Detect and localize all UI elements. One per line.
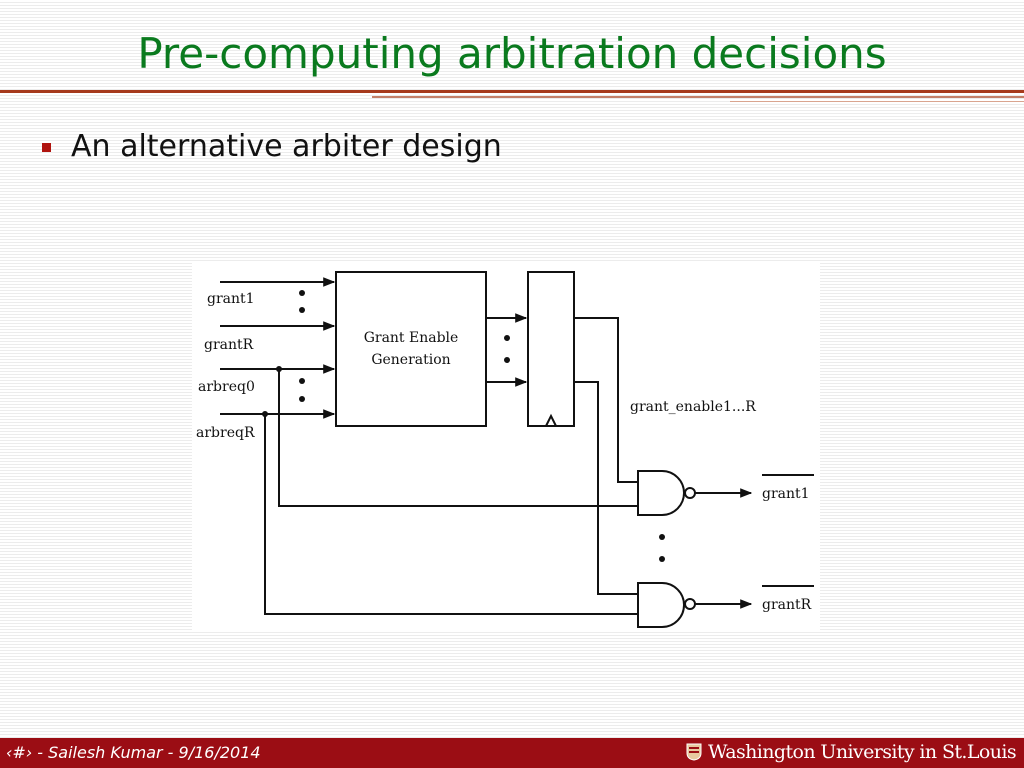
arbreq0-tap-wire — [278, 369, 638, 507]
bus-label: grant_enable1...R — [630, 399, 756, 415]
nand-gate-1 — [637, 470, 685, 516]
input-label-grant1: grant1 — [207, 291, 255, 307]
ellipsis-dot — [299, 378, 305, 384]
block-label-line1: Grant Enable — [364, 330, 459, 346]
ellipsis-dot — [299, 396, 305, 402]
ellipsis-dot — [504, 357, 510, 363]
title-divider-accent — [372, 96, 1024, 98]
slide-footer: ‹#› - Sailesh Kumar - 9/16/2014 Washingt… — [0, 738, 1024, 768]
junction-dot-arbreqR — [262, 411, 268, 417]
grant-enable-generation-block — [335, 271, 487, 427]
arbiter-circuit-diagram: grant1 grantR arbreq0 arbreqR Grant Enab… — [192, 262, 820, 632]
university-seal-icon — [686, 743, 702, 761]
nand-gate-R-bubble — [684, 598, 696, 610]
clock-triangle-icon — [545, 413, 557, 427]
nand-gate-1-bubble — [684, 487, 696, 499]
footer-logo: Washington University in St.Louis — [686, 741, 1017, 763]
output-label-grantR: grantR — [762, 597, 812, 613]
ellipsis-dot — [659, 556, 665, 562]
bullet-item: An alternative arbiter design — [42, 126, 502, 166]
title-divider-accent-thin — [730, 101, 1024, 102]
footer-slide-info: ‹#› - Sailesh Kumar - 9/16/2014 — [6, 743, 261, 762]
slide-title: Pre-computing arbitration decisions — [137, 29, 887, 78]
input-label-grantR: grantR — [204, 337, 254, 353]
grant-enable-1-wire — [574, 317, 638, 483]
title-divider — [0, 90, 1024, 93]
input-label-arbreq0: arbreq0 — [198, 379, 255, 395]
grant-enable-R-wire — [574, 381, 638, 595]
ellipsis-dot — [659, 534, 665, 540]
nand-gate-R — [637, 582, 685, 628]
junction-dot-arbreq0 — [276, 366, 282, 372]
ellipsis-dot — [299, 307, 305, 313]
ellipsis-dot — [299, 290, 305, 296]
input-label-arbreqR: arbreqR — [196, 425, 255, 441]
block-label-line2: Generation — [371, 352, 450, 368]
ellipsis-dot — [504, 335, 510, 341]
footer-logo-text: Washington University in St.Louis — [707, 741, 1017, 763]
output-label-grant1: grant1 — [762, 486, 810, 502]
bullet-marker-icon — [42, 143, 51, 152]
circuit-canvas: grant1 grantR arbreq0 arbreqR Grant Enab… — [196, 271, 814, 628]
arbreqR-tap-wire — [264, 414, 638, 615]
register-block — [527, 271, 575, 427]
bullet-text: An alternative arbiter design — [71, 128, 502, 164]
